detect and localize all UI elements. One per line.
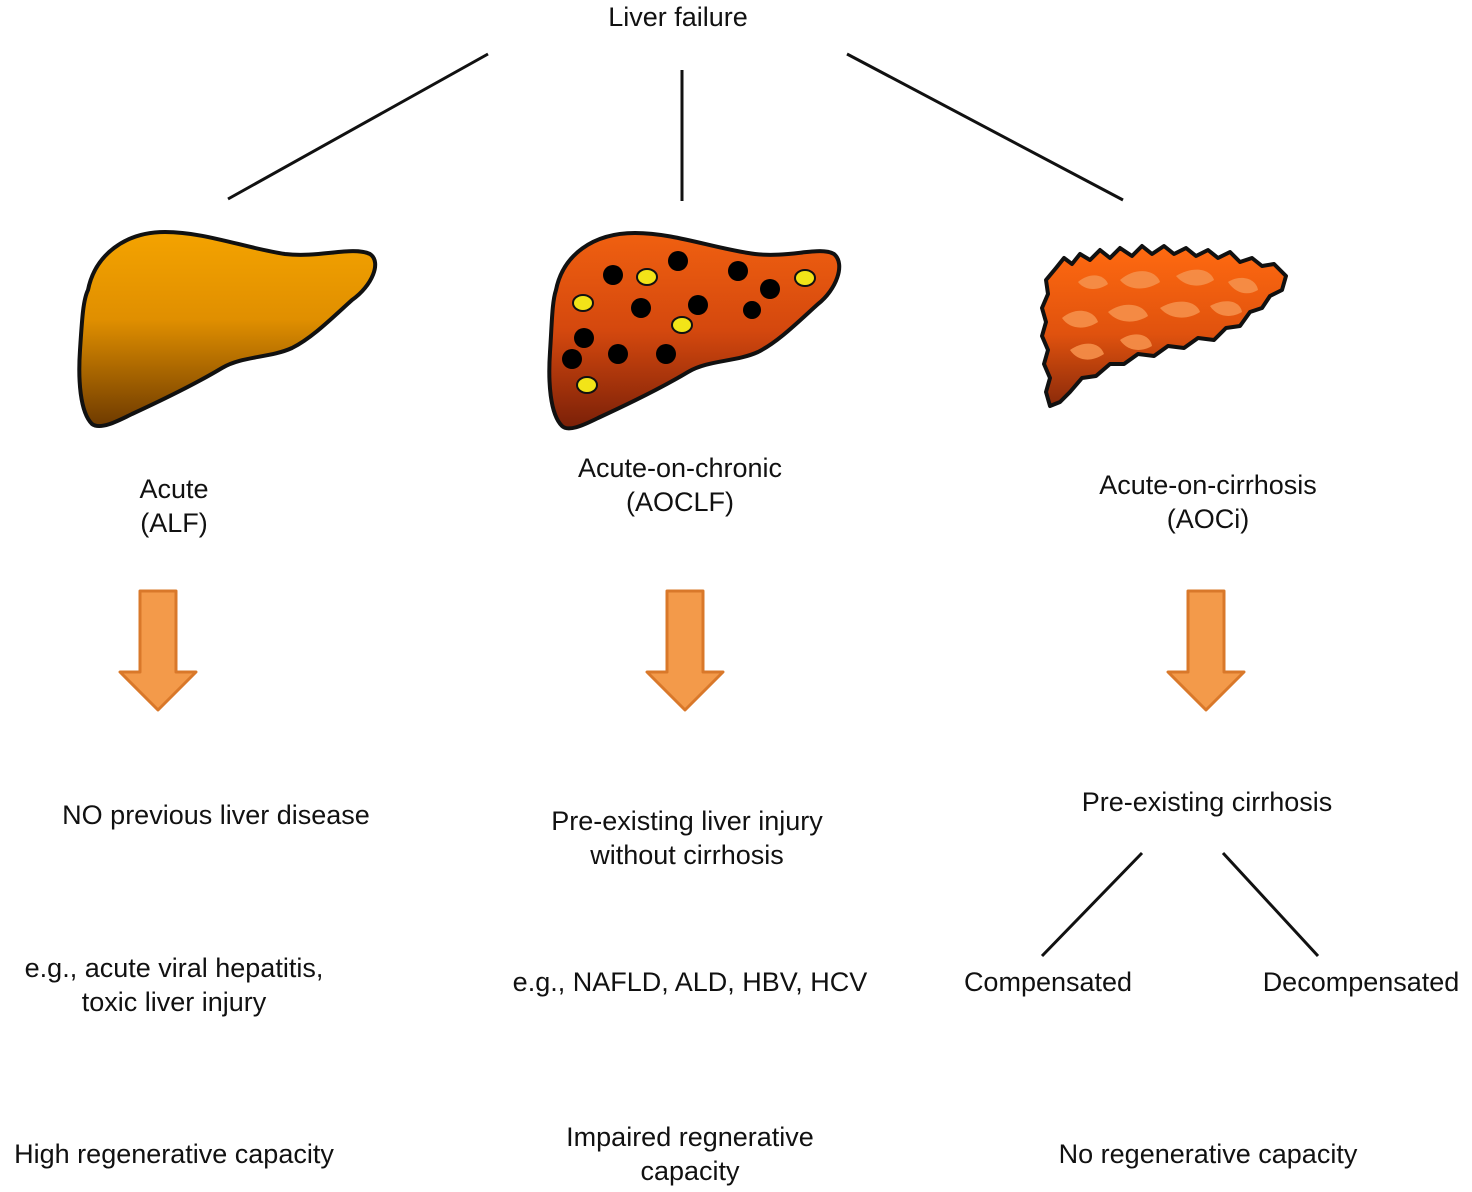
arrow-down-chronic-icon: [645, 589, 725, 712]
connector-root-cirrhosis: [846, 52, 1124, 202]
example-chronic-label: e.g., NAFLD, ALD, HBV, HCV: [512, 967, 868, 997]
example-acute-label: e.g., acute viral hepatitis, toxic liver…: [24, 953, 324, 1017]
arrow-down-cirrhosis-icon: [1166, 589, 1246, 712]
branch-compensated-label: Compensated: [963, 967, 1133, 997]
connector-root-acute: [227, 52, 489, 201]
type-acute-label: Acute (ALF): [139, 474, 209, 538]
condition-cirrhosis-label: Pre-existing cirrhosis: [1081, 787, 1333, 817]
connector-cirrhosis-compensated: [1040, 851, 1144, 958]
type-cirrhosis-label: Acute-on-cirrhosis (AOCi): [1099, 470, 1317, 534]
liver-chronic-icon: [547, 230, 842, 431]
connector-cirrhosis-decompensated: [1221, 851, 1320, 958]
liver-acute-icon: [77, 229, 378, 429]
capacity-cirrhosis-label: No regenerative capacity: [1058, 1139, 1358, 1169]
root-label: Liver failure: [608, 2, 748, 32]
capacity-acute-label: High regenerative capacity: [14, 1139, 334, 1169]
liver-cirrhosis-icon: [1040, 244, 1288, 408]
capacity-chronic-label: Impaired regnerative capacity: [566, 1122, 814, 1186]
arrow-down-acute-icon: [118, 589, 198, 712]
type-chronic-label: Acute-on-chronic (AOCLF): [577, 453, 783, 517]
condition-acute-label: NO previous liver disease: [62, 800, 370, 830]
condition-chronic-label: Pre-existing liver injury without cirrho…: [551, 806, 823, 870]
branch-decompensated-label: Decompensated: [1262, 967, 1460, 997]
